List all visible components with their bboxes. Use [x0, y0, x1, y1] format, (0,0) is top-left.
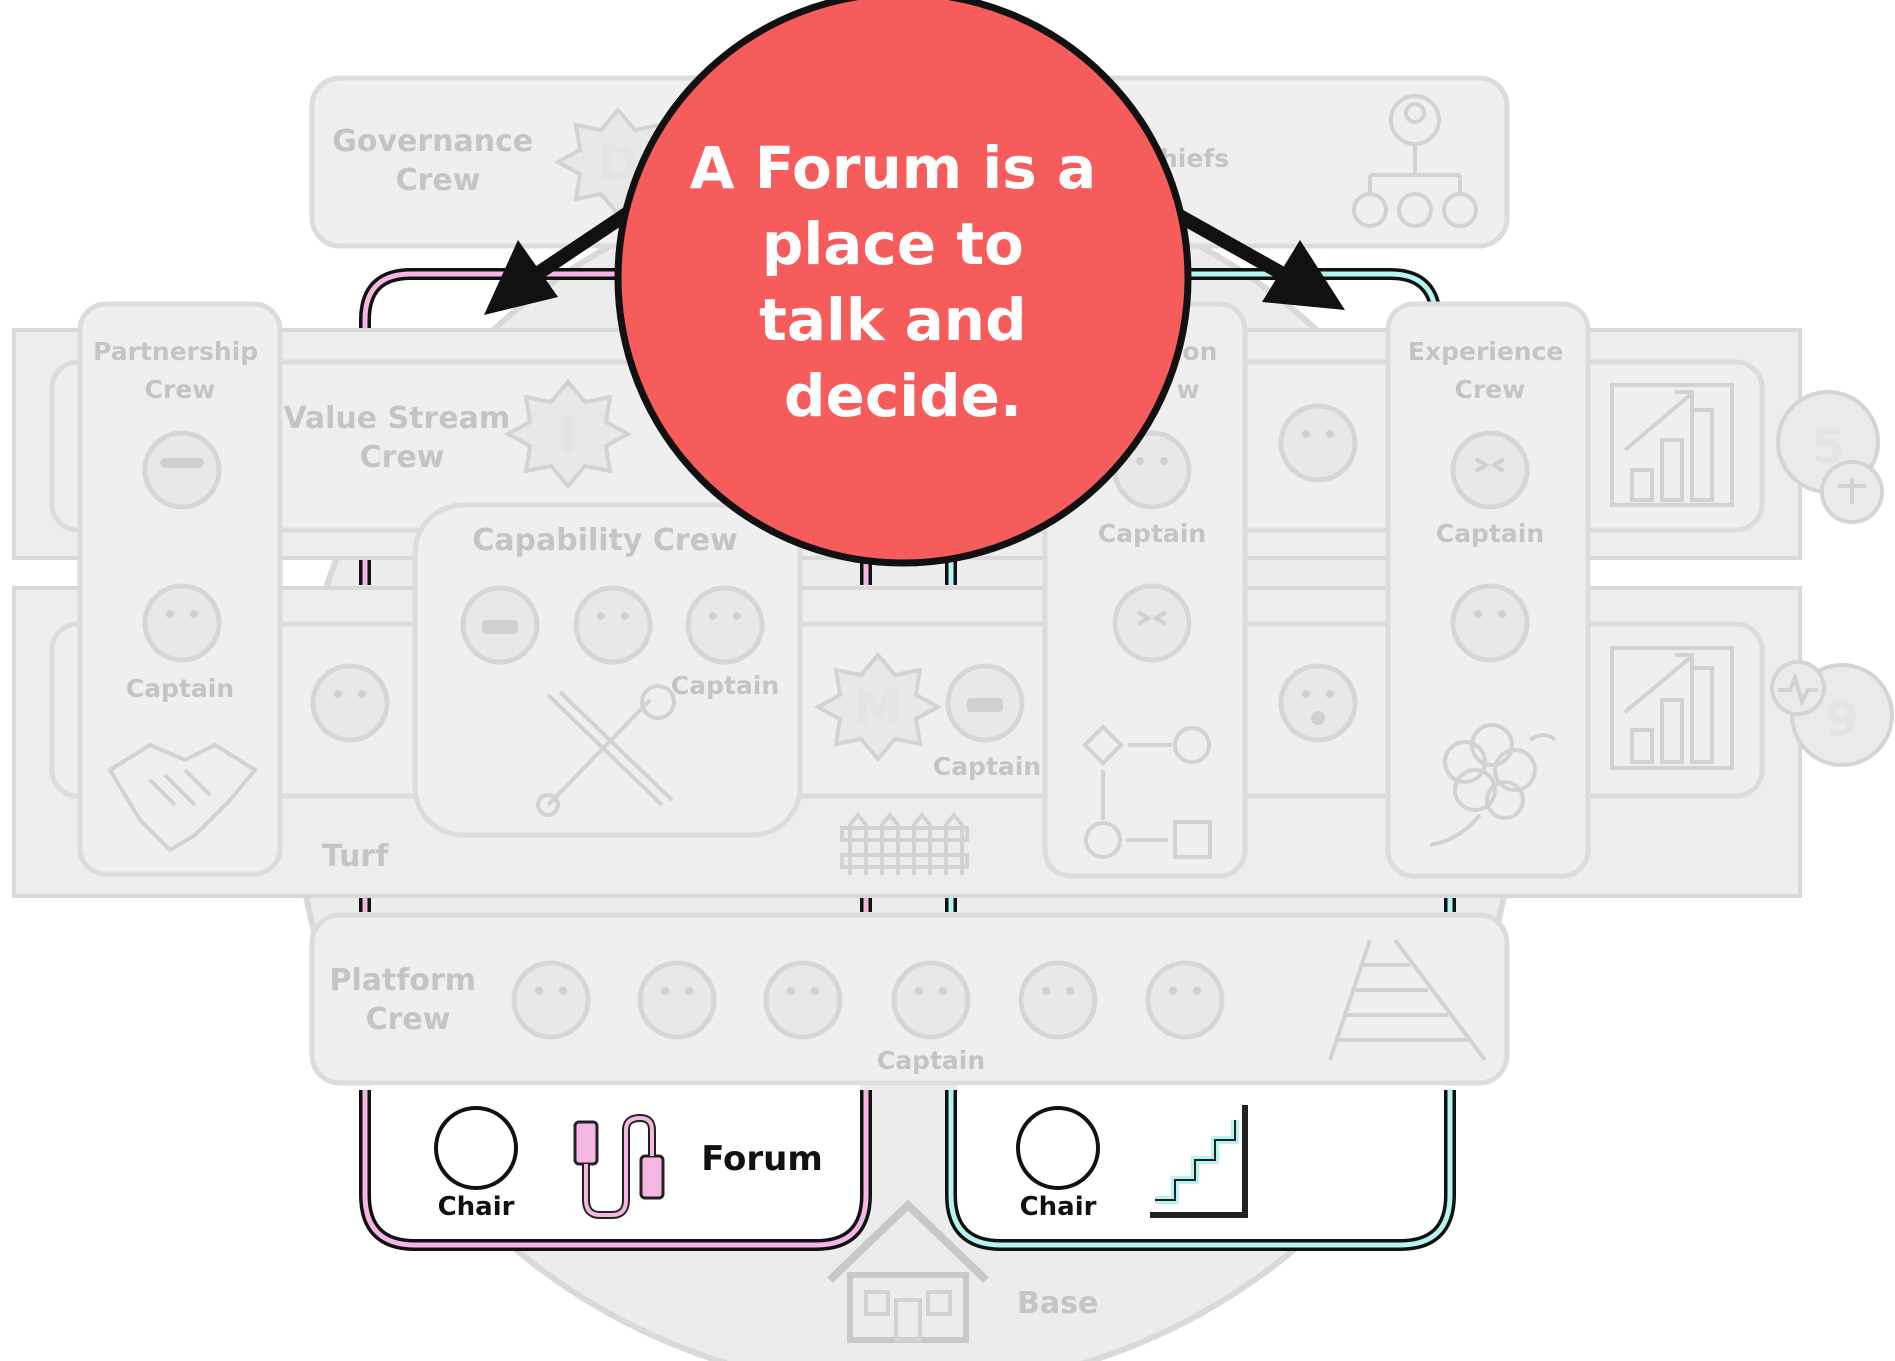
m-captain-face	[948, 666, 1022, 740]
svg-text:9: 9	[1825, 692, 1858, 748]
capability-face-1	[463, 588, 537, 662]
badge-i: I	[508, 382, 628, 486]
m-captain-label: Captain	[933, 752, 1041, 781]
turf-label: Turf	[322, 839, 389, 874]
mid-right-face-lower	[1281, 666, 1355, 740]
platform-face-3	[766, 963, 840, 1037]
chiefs-crew-label: hiefs	[1160, 144, 1229, 173]
forum-title: Forum	[701, 1139, 823, 1179]
partnership-face-1	[145, 433, 219, 507]
left-chair-circle	[436, 1108, 516, 1188]
right-chair-label: Chair	[1020, 1192, 1097, 1222]
capability-captain-face	[688, 588, 762, 662]
value-stream-face-lower	[313, 666, 387, 740]
scales-icon	[1822, 462, 1882, 522]
platform-face-1	[514, 963, 588, 1037]
capability-face-2	[576, 588, 650, 662]
pulse-icon	[1772, 662, 1824, 714]
enabling-captain-label: Captain	[1098, 519, 1206, 548]
platform-face-2	[640, 963, 714, 1037]
left-chair-label: Chair	[438, 1192, 515, 1222]
partnership-captain-face	[145, 586, 219, 660]
platform-face-5	[1021, 963, 1095, 1037]
capability-captain-label: Captain	[671, 671, 779, 700]
platform-face-6	[1148, 963, 1222, 1037]
badge-m: M	[818, 655, 938, 759]
forum-callout-bubble: A Forum is a place to talk and decide.	[618, 0, 1188, 563]
right-chair-circle	[1018, 1108, 1098, 1188]
platform-captain-face	[894, 963, 968, 1037]
svg-text:I: I	[559, 408, 577, 464]
experience-captain-label: Captain	[1436, 519, 1544, 548]
svg-text:M: M	[854, 680, 902, 736]
capability-crew-label: Capability Crew	[472, 523, 738, 558]
enabling-face-2	[1115, 586, 1189, 660]
partnership-captain-label: Captain	[126, 674, 234, 703]
base-label: Base	[1017, 1286, 1098, 1321]
experience-face-2	[1453, 586, 1527, 660]
experience-captain-face	[1453, 433, 1527, 507]
mid-right-face-upper	[1281, 406, 1355, 480]
platform-captain-label: Captain	[877, 1046, 985, 1075]
